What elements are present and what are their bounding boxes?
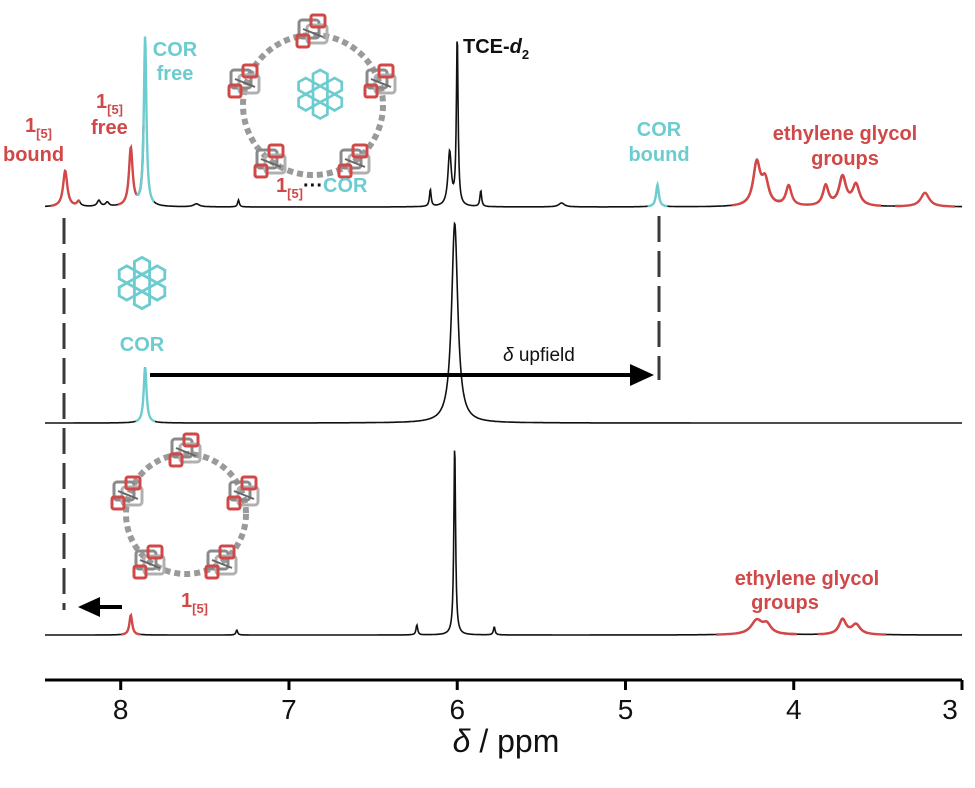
- glycol-top-label: ethylene glycol groups: [773, 123, 918, 170]
- host-macrocycle-structure: [110, 432, 260, 580]
- host-bound-sub: [5]: [36, 126, 52, 141]
- host-free-main: 1: [96, 91, 107, 113]
- trace-host-guest-complex-peak-19: [830, 173, 881, 207]
- trace-host-guest-complex-peak-18: [816, 173, 868, 205]
- x-tick-label-8: 8: [113, 694, 129, 725]
- host-free-sub: [5]: [107, 102, 123, 117]
- host-label: 1[5]: [181, 590, 208, 616]
- host-free-line2: free: [91, 117, 128, 139]
- cor-bound-line1: COR: [637, 119, 682, 141]
- downfield-shift-arrow: [78, 597, 122, 617]
- solvent-label: TCE-d2: [463, 36, 529, 62]
- host-bound-line2: bound: [3, 144, 64, 166]
- trace-host-guest-complex-peak-16: [767, 183, 809, 206]
- x-axis-title: δ / ppm: [453, 723, 560, 759]
- trace-host-guest-complex-peak-15: [739, 157, 792, 205]
- glycol-top-line1: ethylene glycol: [773, 123, 918, 145]
- trace-host: [45, 450, 962, 636]
- host-bound-main: 1: [25, 115, 36, 137]
- cor-bound-line2: bound: [628, 144, 689, 166]
- trace-host-guest-complex-peak-5: [135, 36, 155, 203]
- cor-free-line1: COR: [153, 39, 198, 61]
- trace-host-peak-8: [826, 617, 886, 636]
- cor-free-line2: free: [157, 63, 194, 85]
- host-free-label: 1[5] free: [91, 91, 128, 139]
- svg-text:1[5]: 1[5]: [25, 115, 52, 141]
- coronene-structure: [117, 255, 167, 311]
- complex-label: 1[5]···COR: [276, 175, 368, 201]
- upfield-shift-arrow: [150, 364, 654, 386]
- upfield-label: δ upfield: [503, 345, 575, 366]
- x-tick-label-5: 5: [618, 694, 634, 725]
- trace-coronene: [45, 221, 962, 424]
- x-tick-label-3: 3: [942, 694, 958, 725]
- cor-bound-label: COR bound: [628, 119, 689, 166]
- glycol-bottom-line1: ethylene glycol: [735, 568, 880, 590]
- cor-free-label: COR free: [153, 39, 198, 85]
- glycol-top-line2: groups: [811, 148, 879, 170]
- x-axis: 8 7 6 5 4 3: [45, 678, 964, 725]
- glycol-bottom-line2: groups: [751, 592, 819, 614]
- svg-text:1[5]: 1[5]: [96, 91, 123, 117]
- trace-host-guest-complex-peak-0: [50, 169, 82, 207]
- trace-host-guest-complex-peak-13: [647, 180, 668, 208]
- trace-host-peak-5: [716, 617, 797, 636]
- host-bound-label: 1[5] bound: [3, 115, 64, 166]
- glycol-bottom-label: ethylene glycol groups: [735, 568, 880, 614]
- trace-host-peak-6: [737, 617, 797, 636]
- x-tick-label-7: 7: [281, 694, 297, 725]
- trace-host-guest-complex-peak-20: [894, 191, 955, 208]
- trace-host-peak-0: [121, 612, 141, 636]
- spectra-traces: [45, 36, 962, 636]
- trace-coronene-peak-0: [135, 366, 156, 423]
- cor-label: COR: [120, 334, 165, 356]
- host-guest-complex-structure: [227, 13, 397, 179]
- x-tick-label-4: 4: [786, 694, 802, 725]
- x-tick-label-6: 6: [449, 694, 465, 725]
